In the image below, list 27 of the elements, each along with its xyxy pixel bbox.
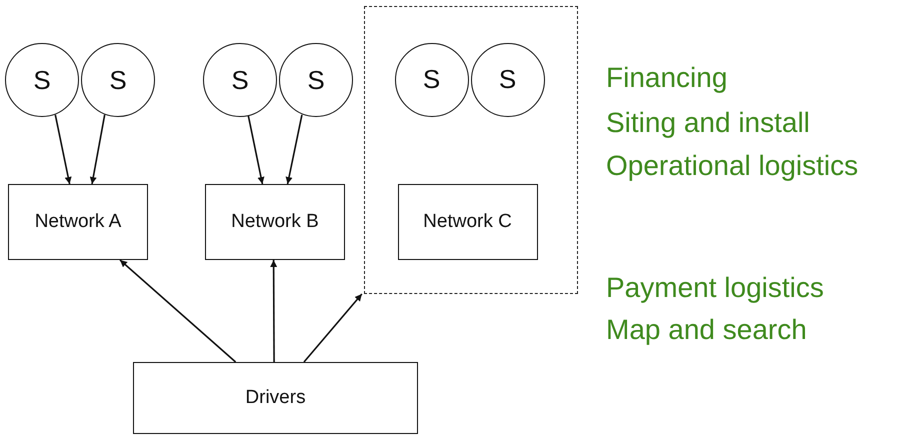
- node-label: S: [307, 64, 325, 96]
- note-text: Map and search: [606, 316, 807, 344]
- arrow: [119, 259, 236, 363]
- dashed-group-box: [364, 6, 578, 294]
- node-label: Network A: [34, 211, 122, 233]
- arrow: [54, 114, 72, 184]
- node-label: S: [498, 64, 516, 95]
- arrow: [90, 114, 106, 184]
- node-label: Drivers: [245, 387, 306, 409]
- arrow: [303, 293, 362, 363]
- node-label: Network C: [423, 210, 512, 232]
- process-box: [205, 184, 345, 260]
- note-text: Financing: [606, 64, 728, 92]
- process-box: [398, 184, 538, 260]
- arrow: [286, 114, 303, 184]
- process-box: [133, 362, 418, 434]
- node-label: Network B: [231, 211, 319, 233]
- arrow: [270, 260, 278, 362]
- arrow: [247, 114, 264, 184]
- note-text: Payment logistics: [606, 274, 824, 302]
- note-text: Siting and install: [606, 109, 810, 137]
- note-text: Operational logistics: [606, 152, 858, 180]
- node-label: S: [109, 64, 127, 96]
- node-label: S: [33, 64, 51, 96]
- process-box: [8, 184, 148, 260]
- node-label: S: [422, 64, 440, 95]
- node-label: S: [231, 64, 249, 96]
